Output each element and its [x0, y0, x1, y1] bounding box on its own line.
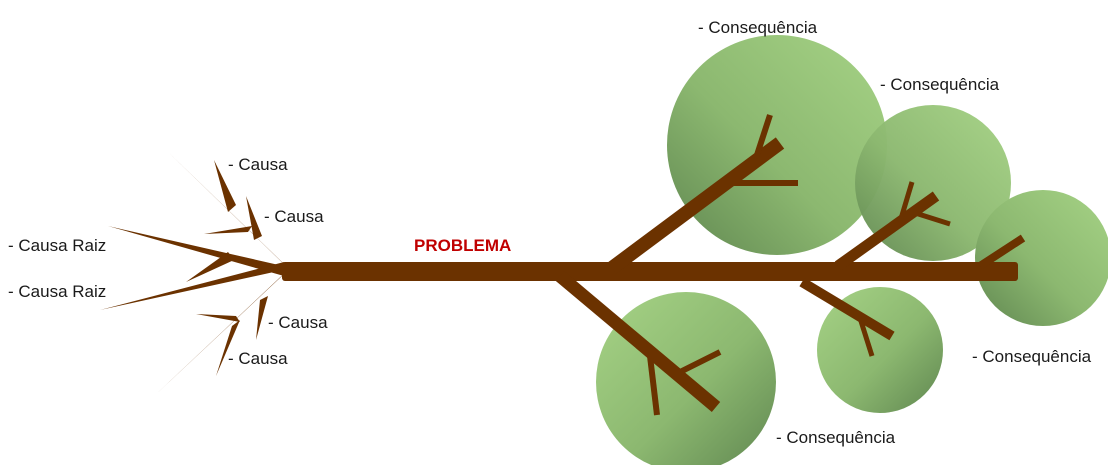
branch-lower-right-main — [799, 277, 895, 341]
roots-group — [100, 150, 292, 398]
branch-upper-right-twig2 — [911, 209, 951, 227]
root-spike-upper-barb1 — [214, 160, 236, 212]
branch-top-twig1 — [753, 114, 773, 159]
root-cause-label-1: - Causa Raiz — [8, 236, 106, 255]
cause-label-1: - Causa — [228, 155, 288, 174]
root-spike-upper-barb2 — [246, 196, 262, 240]
branch-lower-middle-main — [555, 271, 721, 412]
problem-label: PROBLEMA — [414, 236, 511, 255]
cause-label-2: - Causa — [264, 207, 324, 226]
root-spike-lower-barb2 — [256, 296, 268, 340]
branches-group — [555, 114, 1026, 416]
branch-top-main — [607, 137, 785, 274]
root-spike-cause-raiz-1 — [108, 226, 292, 276]
consequence-label-upper-right: - Consequência — [880, 75, 1000, 94]
branch-lower-right-twig1 — [857, 317, 875, 357]
canopy-circle-lower-right — [817, 287, 943, 413]
canopy-circle-far-right — [975, 190, 1108, 326]
consequence-label-far-right: - Consequência — [972, 347, 1092, 366]
branch-far-right-main — [977, 234, 1026, 270]
cause-label-3: - Causa — [268, 313, 328, 332]
trunk — [282, 262, 1018, 281]
root-spike-cause-raiz-1-barb — [186, 252, 234, 282]
root-cause-label-2: - Causa Raiz — [8, 282, 106, 301]
root-spike-cause-raiz-2 — [100, 262, 292, 310]
branch-upper-right-twig1 — [897, 181, 915, 223]
branch-upper-right-main — [834, 191, 940, 271]
root-spike-upper-barb3 — [204, 226, 252, 234]
root-spike-lower — [152, 268, 290, 398]
consequence-label-bottom: - Consequência — [776, 428, 896, 447]
cause-label-4: - Causa — [228, 349, 288, 368]
root-spike-lower-barb3 — [196, 314, 240, 322]
root-spike-lower-barb1 — [216, 320, 240, 376]
branch-lower-middle-twig1 — [647, 355, 660, 416]
branch-lower-middle-twig2 — [678, 349, 722, 375]
consequence-label-top: - Consequência — [698, 18, 818, 37]
